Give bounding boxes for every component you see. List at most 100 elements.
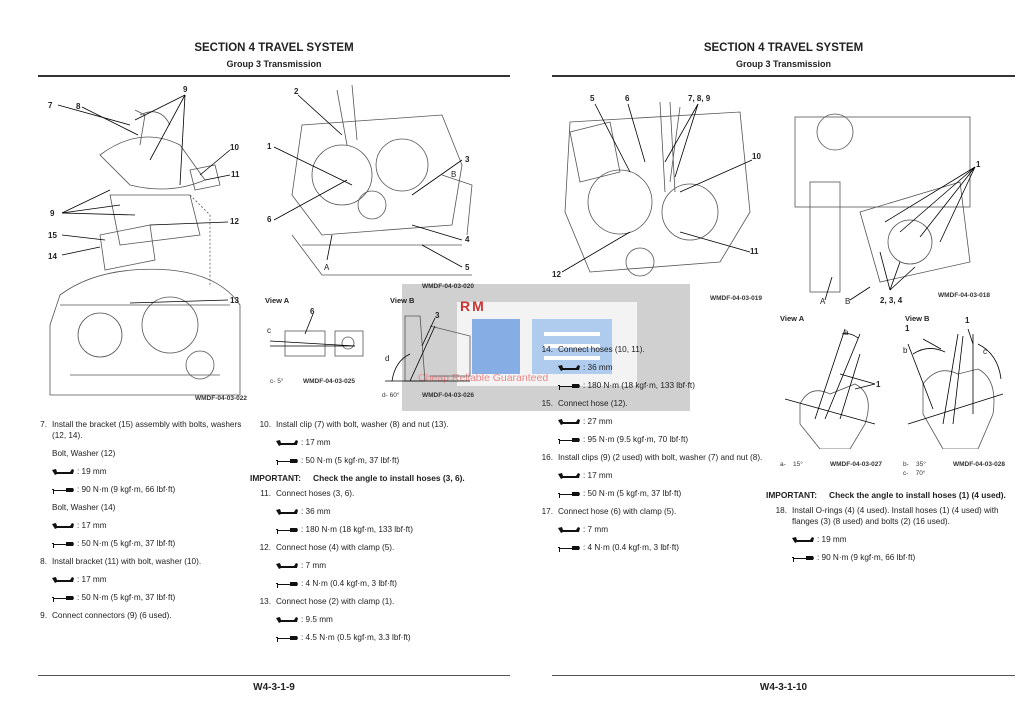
callout-9b: 9 (50, 209, 55, 218)
spec-value: : 50 N·m (5 kgf·m, 37 lbf·ft) (77, 539, 176, 548)
torque-spec: : 4 N·m (0.4 kgf·m, 3 lbf·ft) (558, 542, 768, 553)
figure-wmdf-022: 7 8 9 10 11 9 12 15 14 13 WMDF-04-03-022 (40, 85, 250, 405)
wrench-size-spec: : 17 mm (52, 574, 252, 585)
important-note: IMPORTANT: Check the angle to install hos… (250, 473, 486, 484)
spec-value: : 4 N·m (0.4 kgf·m, 3 lbf·ft) (301, 579, 397, 588)
wrench-size-icon (558, 526, 580, 533)
wrench-size-icon (558, 472, 580, 479)
step-number: 11. (260, 489, 271, 498)
torque-icon (276, 581, 298, 588)
callout-a: A (820, 297, 826, 306)
watermark-logo-text: RM (460, 298, 486, 314)
spec-value: : 17 mm (77, 575, 107, 584)
section-title: SECTION 4 TRAVEL SYSTEM (194, 42, 354, 54)
step-number: 9. (40, 611, 47, 620)
procedure-step: 12. Connect hose (4) with clamp (5). (256, 542, 486, 553)
callout-c: c (983, 347, 987, 356)
figure-caption: WMDF-04-03-022 (195, 395, 248, 402)
wrench-size-spec: : 27 mm (558, 416, 768, 427)
fastener-label: Bolt, Washer (12) (52, 449, 116, 458)
group-title: Group 3 Transmission (735, 59, 832, 69)
spec-value: : 36 mm (583, 363, 613, 372)
transmission-harness-illustration (49, 94, 241, 396)
angle-note: b- 35° c- 70° (903, 461, 926, 477)
callout-12: 12 (230, 217, 239, 226)
important-text: Check the angle to install hoses (1) (4 … (829, 490, 1006, 500)
wrench-size-spec: : 17 mm (558, 470, 768, 481)
callout-8: 8 (76, 102, 81, 111)
callout-a: a (844, 328, 849, 337)
torque-spec: : 90 N·m (9 kgf·m, 66 lbf·ft) (792, 552, 1012, 563)
torque-icon (558, 545, 580, 552)
torque-icon (276, 635, 298, 642)
view-b-illustration (907, 328, 1004, 449)
spec-value: : 50 N·m (5 kgf·m, 37 lbf·ft) (301, 456, 400, 465)
spec-value: : 90 N·m (9 kgf·m, 66 lbf·ft) (817, 553, 916, 562)
transmission-flanges-illustration (794, 113, 976, 301)
spec-value: : 4.5 N·m (0.5 kgf·m, 3.3 lbf·ft) (301, 633, 411, 642)
callout-3: 3 (465, 155, 470, 164)
figure-caption: WMDF-04-03-019 (710, 295, 763, 302)
important-text: Check the angle to install hoses (3, 6). (313, 473, 465, 483)
callout-6: 6 (625, 94, 630, 103)
callout-7: 7 (48, 101, 53, 110)
wrench-size-spec: : 36 mm (276, 506, 486, 517)
figure-caption: WMDF-04-03-027 (830, 461, 883, 468)
callout-1: 1 (905, 324, 910, 333)
spec-value: : 17 mm (77, 521, 107, 530)
torque-spec: : 4 N·m (0.4 kgf·m, 3 lbf·ft) (276, 578, 486, 589)
callout-11: 11 (231, 170, 240, 179)
important-label: IMPORTANT: (250, 473, 302, 483)
callout-b: B (845, 297, 851, 306)
important-note: IMPORTANT: Check the angle to install hos… (766, 490, 1012, 501)
callout-1b: 1 (965, 316, 970, 325)
wrench-size-spec: : 7 mm (276, 560, 486, 571)
wrench-size-icon (276, 508, 298, 515)
torque-spec: : 4.5 N·m (0.5 kgf·m, 3.3 lbf·ft) (276, 632, 486, 643)
wrench-size-icon (276, 439, 298, 446)
header-rule (552, 75, 1015, 77)
footer-rule (38, 675, 510, 676)
left-column-1: 7.Install the bracket (15) assembly with… (32, 419, 252, 628)
step-number: 8. (40, 557, 47, 566)
step-number: 13. (259, 597, 271, 606)
step-number: 16. (541, 453, 553, 462)
step-text: Install clip (7) with bolt, washer (8) a… (276, 420, 449, 429)
page-number: W4-3-1-9 (253, 682, 295, 693)
left-column-2: 10.Install clip (7) with bolt, washer (8… (250, 419, 486, 650)
torque-icon (52, 541, 74, 548)
step-number: 12. (259, 543, 271, 552)
callout-6: 6 (267, 215, 272, 224)
view-title: View A (265, 296, 290, 305)
footer-rule (552, 675, 1015, 676)
callout-1: 1 (876, 380, 881, 389)
step-text: Connect hose (4) with clamp (5). (276, 543, 395, 552)
step-number: 14. (541, 345, 553, 354)
spec-value: : 36 mm (301, 507, 331, 516)
torque-spec: : 90 N·m (9 kgf·m, 66 lbf·ft) (52, 484, 252, 495)
callout-6: 6 (310, 307, 315, 316)
step-number: 18. (775, 506, 787, 515)
callout-5: 5 (465, 263, 470, 272)
torque-icon (558, 491, 580, 498)
spec-value: : 4 N·m (0.4 kgf·m, 3 lbf·ft) (583, 543, 679, 552)
spec-value: : 180 N·m (18 kgf·m, 133 lbf·ft) (583, 381, 695, 390)
step-text: Connect hose (2) with clamp (1). (276, 597, 395, 606)
figure-caption: WMDF-04-03-025 (303, 378, 356, 385)
callout-1: 1 (267, 142, 272, 151)
torque-icon (558, 437, 580, 444)
spec-value: : 19 mm (77, 467, 107, 476)
step-text: Connect hose (6) with clamp (5). (558, 507, 677, 516)
important-label: IMPORTANT: (766, 490, 818, 500)
wrench-size-spec: : 17 mm (276, 437, 486, 448)
spec-value: : 17 mm (583, 471, 613, 480)
transmission-hoses-illustration (561, 101, 753, 277)
spec-value: : 27 mm (583, 417, 613, 426)
callout-2-3-4: 2, 3, 4 (880, 296, 903, 305)
procedure-step: 8.Install bracket (11) with bolt, washer… (32, 556, 252, 567)
spec-value: : 19 mm (817, 535, 847, 544)
torque-spec: : 95 N·m (9.5 kgf·m, 70 lbf·ft) (558, 434, 768, 445)
callout-5: 5 (590, 94, 595, 103)
wrench-size-spec: : 19 mm (792, 534, 1012, 545)
torque-icon (52, 487, 74, 494)
